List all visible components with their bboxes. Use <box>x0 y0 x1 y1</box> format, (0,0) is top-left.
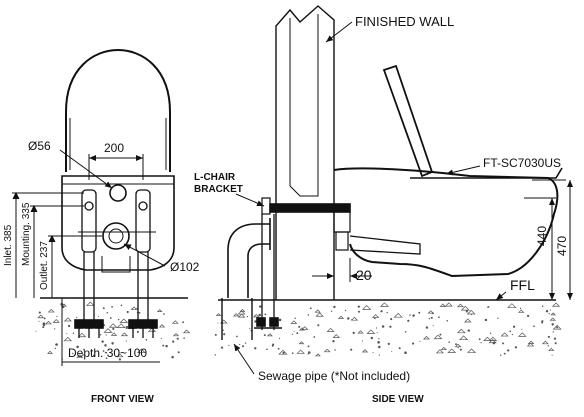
dim-depth-label: Depth. 30~100 <box>68 346 147 360</box>
l-chair-label-line1: L-CHAIR <box>194 172 236 183</box>
front-view-dimensions <box>12 149 166 366</box>
side-view-caption: SIDE VIEW <box>372 394 424 405</box>
model-number-label: FT-SC7030US <box>483 156 561 170</box>
dim-inlet-label: Inlet. 385 <box>3 224 14 266</box>
front-view-drawing <box>61 48 175 338</box>
dim-diameter-56-label: Ø56 <box>28 139 51 153</box>
dim-offset-20-label: 20 <box>356 267 372 283</box>
l-chair-label-line2: BRACKET <box>194 184 243 195</box>
floor-texture <box>35 301 562 361</box>
dim-outlet-label: Outlet. 237 <box>39 241 50 290</box>
finished-wall-label: FINISHED WALL <box>355 14 454 29</box>
ffl-label: FFL <box>510 277 535 293</box>
side-view-dimensions <box>233 21 573 375</box>
dim-diameter-102-label: Ø102 <box>170 260 200 274</box>
dim-height-440-label: 440 <box>535 226 549 246</box>
dim-mounting-label: Mounting. 335 <box>21 202 32 266</box>
dim-height-470-label: 470 <box>555 236 569 256</box>
side-view-drawing <box>221 5 563 340</box>
dim-200-label: 200 <box>104 141 124 155</box>
sewage-pipe-label: Sewage pipe (*Not included) <box>258 369 410 383</box>
front-view-caption: FRONT VIEW <box>91 394 154 405</box>
